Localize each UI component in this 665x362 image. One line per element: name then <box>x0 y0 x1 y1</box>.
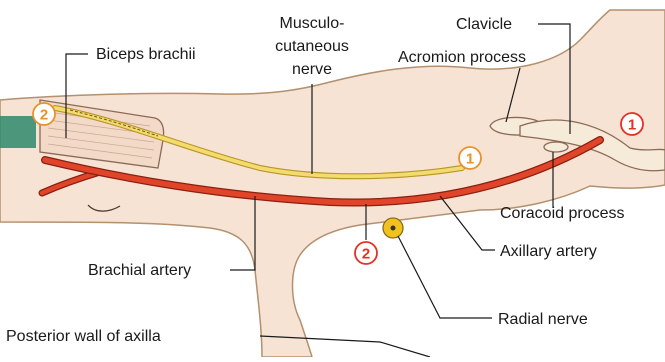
label-posterior-wall: Posterior wall of axilla <box>6 328 161 345</box>
label-clavicle: Clavicle <box>456 16 512 33</box>
label-coracoid-process: Coracoid process <box>500 205 625 222</box>
label-axillary-artery: Axillary artery <box>500 243 597 260</box>
svg-text:1: 1 <box>628 117 636 134</box>
label-biceps-brachii: Biceps brachii <box>96 46 196 63</box>
marker-1-mid: 1 <box>459 147 481 169</box>
biceps-cut-stripe <box>0 116 36 148</box>
svg-text:1: 1 <box>466 151 474 168</box>
marker-2-left: 2 <box>33 103 55 125</box>
radial-nerve-core <box>391 226 396 231</box>
label-acromion-process: Acromion process <box>398 49 526 66</box>
label-musculocutaneous-2: cutaneous <box>275 38 349 55</box>
label-radial-nerve: Radial nerve <box>498 311 588 328</box>
leader-radial <box>398 236 492 318</box>
marker-2-mid: 2 <box>355 242 377 264</box>
label-musculocutaneous-3: nerve <box>292 61 332 78</box>
label-musculocutaneous-1: Musculo- <box>280 15 345 32</box>
marker-1-right: 1 <box>621 113 643 135</box>
svg-text:2: 2 <box>362 246 370 263</box>
coracoid-process-bone <box>544 142 568 152</box>
label-brachial-artery: Brachial artery <box>88 262 191 279</box>
svg-text:2: 2 <box>40 107 48 124</box>
